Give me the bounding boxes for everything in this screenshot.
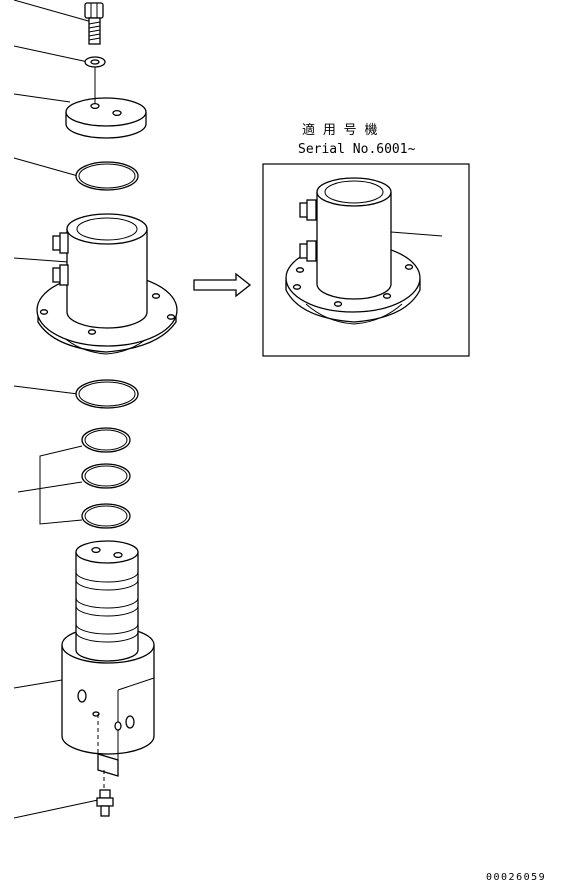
leader-lines bbox=[13, 0, 99, 819]
drawing-number: 00026059 bbox=[486, 872, 546, 883]
swivel-shaft-part bbox=[61, 540, 155, 777]
o-ring-lower bbox=[75, 379, 139, 409]
right-arrow-icon bbox=[193, 272, 252, 298]
body-housing-part bbox=[36, 213, 178, 355]
bolt-part bbox=[84, 2, 104, 45]
o-ring-upper bbox=[75, 161, 139, 191]
washer-part bbox=[84, 56, 106, 68]
inset-detail-box bbox=[262, 163, 470, 357]
applicability-serial: Serial No.6001~ bbox=[298, 142, 416, 157]
applicability-heading: 適 用 号 機 bbox=[302, 122, 377, 138]
ring-group-part bbox=[39, 427, 131, 529]
cover-part bbox=[65, 67, 147, 139]
grease-fitting-part bbox=[96, 770, 114, 817]
